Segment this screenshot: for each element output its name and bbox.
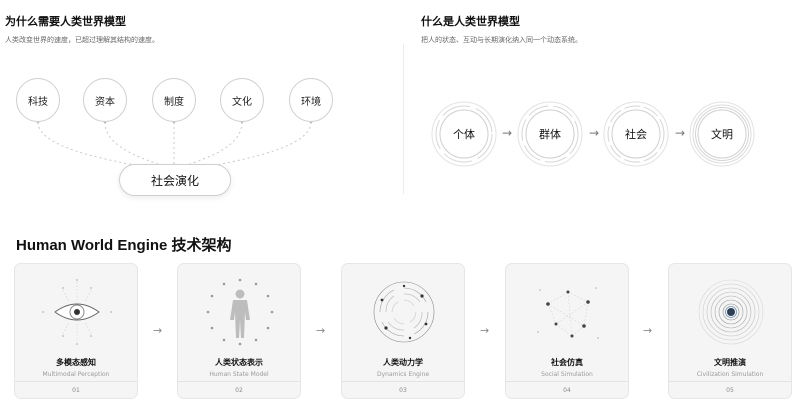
arch-card-social-sim: 社会仿真 Social Simulation 04: [505, 263, 629, 399]
stage-arrow: →: [675, 126, 686, 140]
concentric-circles-icon: [698, 279, 764, 345]
arch-card-perception: 多模态感知 Multimodal Perception 01: [14, 263, 138, 399]
stage-group: 群体: [517, 101, 583, 167]
eye-icon: [42, 279, 112, 345]
card-arrow: →: [480, 324, 490, 337]
stage-rings-icon: [689, 101, 755, 167]
arch-card-dynamics: 人类动力学 Dynamics Engine 03: [341, 263, 465, 399]
stage-society: 社会: [603, 101, 669, 167]
stage-arrow: →: [502, 126, 513, 140]
stage-rings-icon: [517, 101, 583, 167]
network-icon: [537, 287, 599, 339]
card-divider: [506, 381, 628, 382]
input-node-technology: 科技: [16, 78, 60, 122]
card-subtitle: Civilization Simulation: [696, 371, 764, 378]
left-section-title: 为什么需要人类世界模型: [5, 15, 126, 28]
card-divider: [342, 381, 464, 382]
spiral-icon: [373, 281, 435, 343]
social-evolution-pill: 社会演化: [119, 164, 231, 196]
card-divider: [15, 381, 137, 382]
stage-arrow: →: [589, 126, 600, 140]
card-divider: [178, 381, 300, 382]
card-title: 人类状态表示: [215, 358, 263, 367]
card-divider: [669, 381, 791, 382]
card-number: 02: [235, 387, 243, 394]
human-figure-icon: [206, 278, 274, 346]
card-subtitle: Dynamics Engine: [376, 371, 430, 378]
right-section-title: 什么是人类世界模型: [421, 15, 520, 28]
stage-individual: 个体: [431, 101, 497, 167]
card-subtitle: Social Simulation: [541, 371, 593, 378]
card-subtitle: Multimodal Perception: [42, 371, 110, 378]
card-title: 社会仿真: [551, 358, 583, 367]
stage-label: 社会: [625, 128, 647, 141]
input-node-culture: 文化: [220, 78, 264, 122]
stage-civilization: 文明: [689, 101, 755, 167]
card-arrow: →: [643, 324, 653, 337]
card-title: 多模态感知: [56, 358, 96, 367]
input-node-capital: 资本: [83, 78, 127, 122]
architecture-title: Human World Engine 技术架构: [16, 237, 232, 254]
card-number: 01: [72, 387, 80, 394]
stage-label: 群体: [539, 128, 561, 141]
arch-card-civilization: 文明推演 Civilization Simulation 05: [668, 263, 792, 399]
card-number: 05: [726, 387, 734, 394]
right-section-subtitle: 把人的状态、互动与长期演化纳入同一个动态系统。: [421, 36, 582, 44]
card-number: 04: [563, 387, 571, 394]
left-section-subtitle: 人类改变世界的速度，已超过理解其结构的速度。: [5, 36, 159, 44]
card-title: 文明推演: [714, 358, 746, 367]
input-node-environment: 环境: [289, 78, 333, 122]
arch-card-state-model: 人类状态表示 Human State Model 02: [177, 263, 301, 399]
stage-label: 个体: [453, 128, 475, 141]
input-node-institution: 制度: [152, 78, 196, 122]
card-title: 人类动力学: [383, 358, 423, 367]
section-divider: [403, 44, 404, 194]
card-number: 03: [399, 387, 407, 394]
card-arrow: →: [153, 324, 163, 337]
card-subtitle: Human State Model: [209, 371, 269, 378]
stage-rings-icon: [431, 101, 497, 167]
stage-rings-icon: [603, 101, 669, 167]
card-arrow: →: [316, 324, 326, 337]
stage-label: 文明: [711, 128, 733, 141]
